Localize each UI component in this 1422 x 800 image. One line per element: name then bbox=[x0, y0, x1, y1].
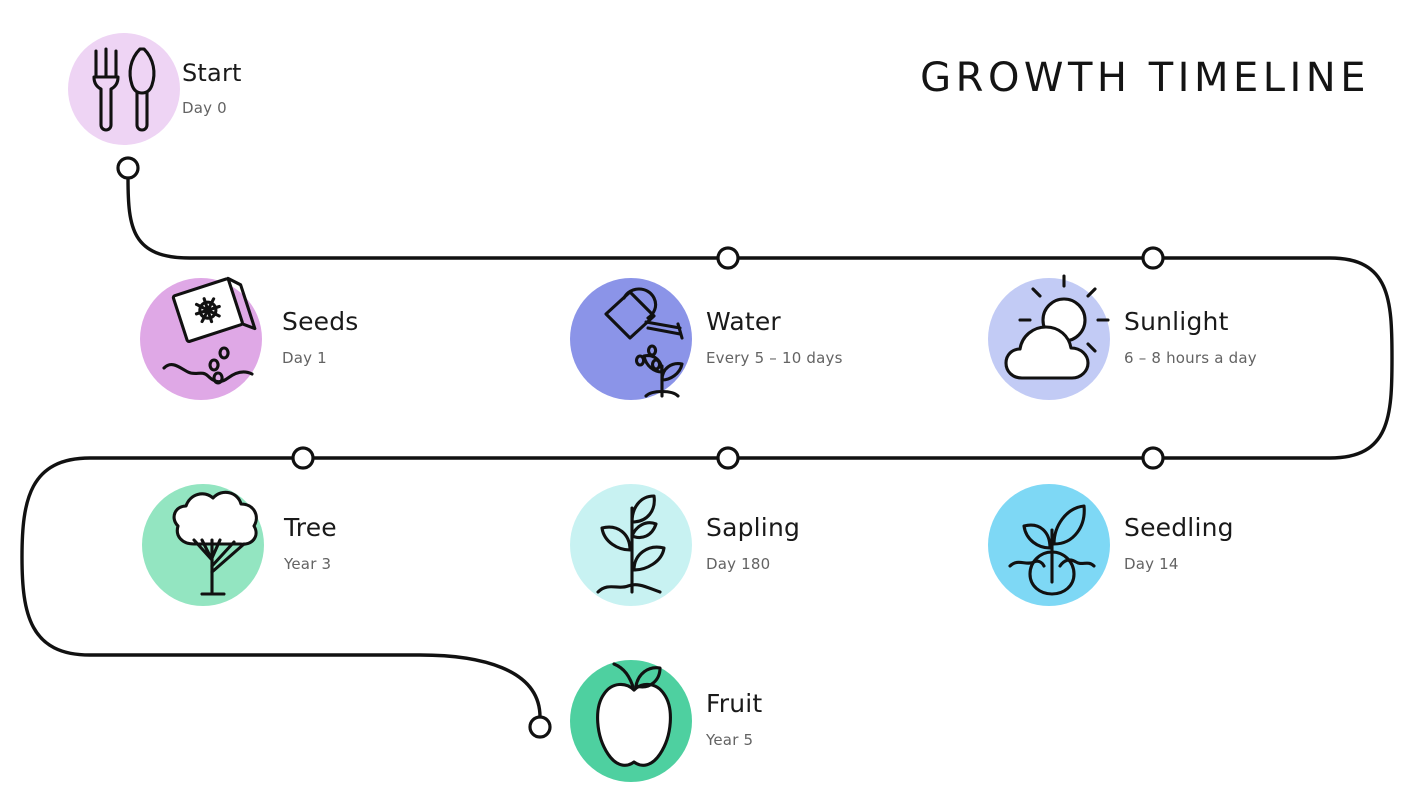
seedling-sprout-icon bbox=[982, 474, 1122, 614]
milestone-sunlight[interactable]: Sunlight 6 – 8 hours a day bbox=[982, 268, 1257, 408]
milestone-seedling-title: Seedling bbox=[1124, 513, 1234, 543]
connector-marker-tree bbox=[291, 446, 315, 470]
connector-marker-sunlight bbox=[1141, 246, 1165, 270]
milestone-water-title: Water bbox=[706, 307, 781, 337]
connector-marker-seedling bbox=[1141, 446, 1165, 470]
connector-marker-sapling bbox=[716, 446, 740, 470]
milestone-sunlight-labels: Sunlight 6 – 8 hours a day bbox=[1122, 307, 1257, 367]
milestone-tree-caption: Year 3 bbox=[284, 554, 332, 573]
milestone-sunlight-badge bbox=[982, 268, 1122, 408]
connector-marker-fruit bbox=[528, 715, 552, 739]
milestone-start-title: Start bbox=[182, 59, 242, 88]
milestone-seeds-badge bbox=[140, 268, 280, 408]
milestone-seeds-title: Seeds bbox=[282, 307, 359, 337]
milestone-seedling-badge bbox=[982, 474, 1122, 614]
milestone-fruit-caption: Year 5 bbox=[706, 730, 754, 749]
connector-path bbox=[20, 176, 1394, 719]
sun-behind-cloud-icon bbox=[982, 268, 1122, 408]
connector-marker-water bbox=[716, 246, 740, 270]
connector-marker-start bbox=[116, 156, 140, 180]
page-title: GROWTH TIMELINE bbox=[920, 55, 1370, 101]
seed-packet-icon bbox=[140, 268, 280, 408]
apple-icon bbox=[564, 650, 704, 790]
milestone-seeds-caption: Day 1 bbox=[282, 348, 327, 367]
garden-fork-and-trowel-icon bbox=[68, 33, 180, 145]
milestone-sunlight-caption: 6 – 8 hours a day bbox=[1124, 348, 1257, 367]
milestone-fruit-badge bbox=[564, 650, 704, 790]
milestone-start-caption: Day 0 bbox=[182, 98, 227, 117]
milestone-sunlight-title: Sunlight bbox=[1124, 307, 1229, 337]
tree-icon bbox=[142, 474, 282, 614]
milestone-water-badge bbox=[564, 268, 704, 408]
milestone-start-badge bbox=[68, 33, 180, 145]
milestone-water-caption: Every 5 – 10 days bbox=[706, 348, 843, 367]
milestone-sapling-caption: Day 180 bbox=[706, 554, 771, 573]
milestone-seedling-caption: Day 14 bbox=[1124, 554, 1179, 573]
milestone-tree-title: Tree bbox=[284, 513, 337, 543]
watering-can-icon bbox=[564, 268, 704, 408]
milestone-sapling-title: Sapling bbox=[706, 513, 801, 543]
milestone-sapling-badge bbox=[564, 474, 704, 614]
sapling-icon bbox=[564, 474, 704, 614]
milestone-start-color-blob bbox=[68, 33, 180, 145]
milestone-tree-badge bbox=[142, 474, 282, 614]
milestone-fruit-title: Fruit bbox=[706, 689, 763, 719]
